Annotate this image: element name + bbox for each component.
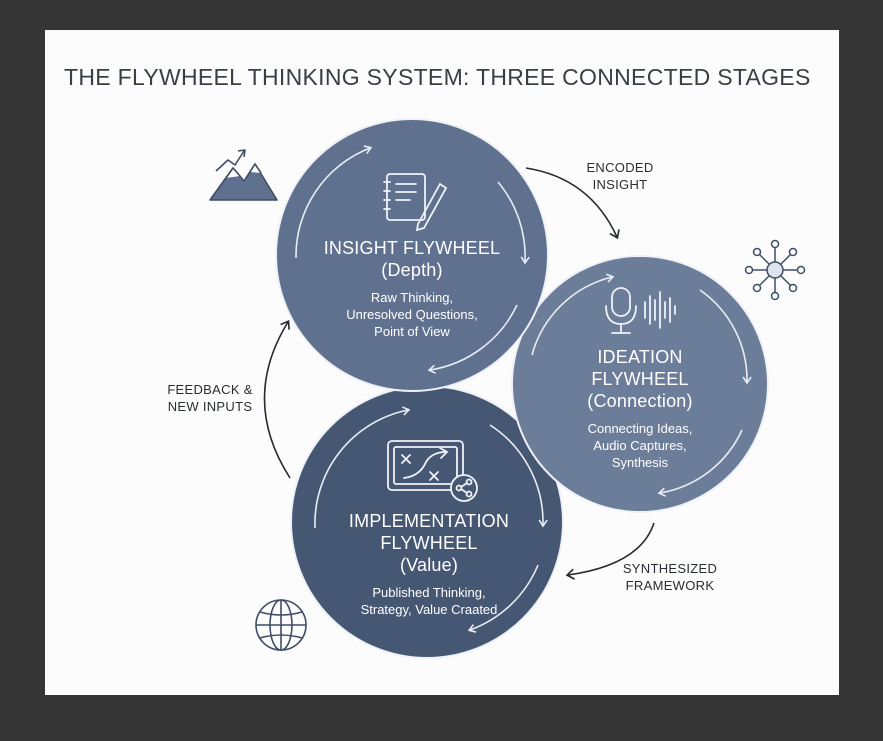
implementation-description: Published Thinking, Strategy, Value Craa… xyxy=(360,585,498,617)
implementation-rotation-arrows xyxy=(314,406,548,633)
synthesized-framework-label: SYNTHESIZED FRAMEWORK xyxy=(622,561,718,593)
ideation-name: IDEATION FLYWHEEL (Connection) xyxy=(587,347,693,411)
ideation-description: Connecting Ideas, Audio Captures, Synthe… xyxy=(587,421,693,470)
page-title: THE FLYWHEEL THINKING SYSTEM: THREE CONN… xyxy=(64,64,811,90)
ideation-circle xyxy=(511,255,769,513)
insight-circle xyxy=(275,118,549,392)
encoded-insight-label: ENCODED INSIGHT xyxy=(586,160,654,192)
strategy-board-share-icon xyxy=(387,440,478,502)
implementation-label: IMPLEMENTATION FLYWHEEL (Value) Publishe… xyxy=(322,510,536,618)
mountain-chart-icon xyxy=(209,149,278,201)
notepad-pencil-icon xyxy=(383,173,448,232)
feedback-arrow xyxy=(263,319,291,479)
network-hub-icon xyxy=(744,239,806,301)
insight-rotation-arrows xyxy=(295,145,530,374)
insight-name: INSIGHT FLYWHEEL (Depth) xyxy=(323,238,501,280)
globe-icon xyxy=(255,599,307,651)
ideation-label: IDEATION FLYWHEEL (Connection) Connectin… xyxy=(545,346,735,471)
insight-label: INSIGHT FLYWHEEL (Depth) Raw Thinking, U… xyxy=(305,237,519,340)
synthesized-framework-arrow xyxy=(565,522,655,580)
feedback-label: FEEDBACK & NEW INPUTS xyxy=(167,382,253,414)
ideation-rotation-arrows xyxy=(531,273,752,497)
encoded-insight-arrow xyxy=(525,167,620,240)
microphone-waveform-icon xyxy=(605,287,676,334)
implementation-name: IMPLEMENTATION FLYWHEEL (Value) xyxy=(348,511,510,575)
insight-description: Raw Thinking, Unresolved Questions, Poin… xyxy=(346,290,478,339)
